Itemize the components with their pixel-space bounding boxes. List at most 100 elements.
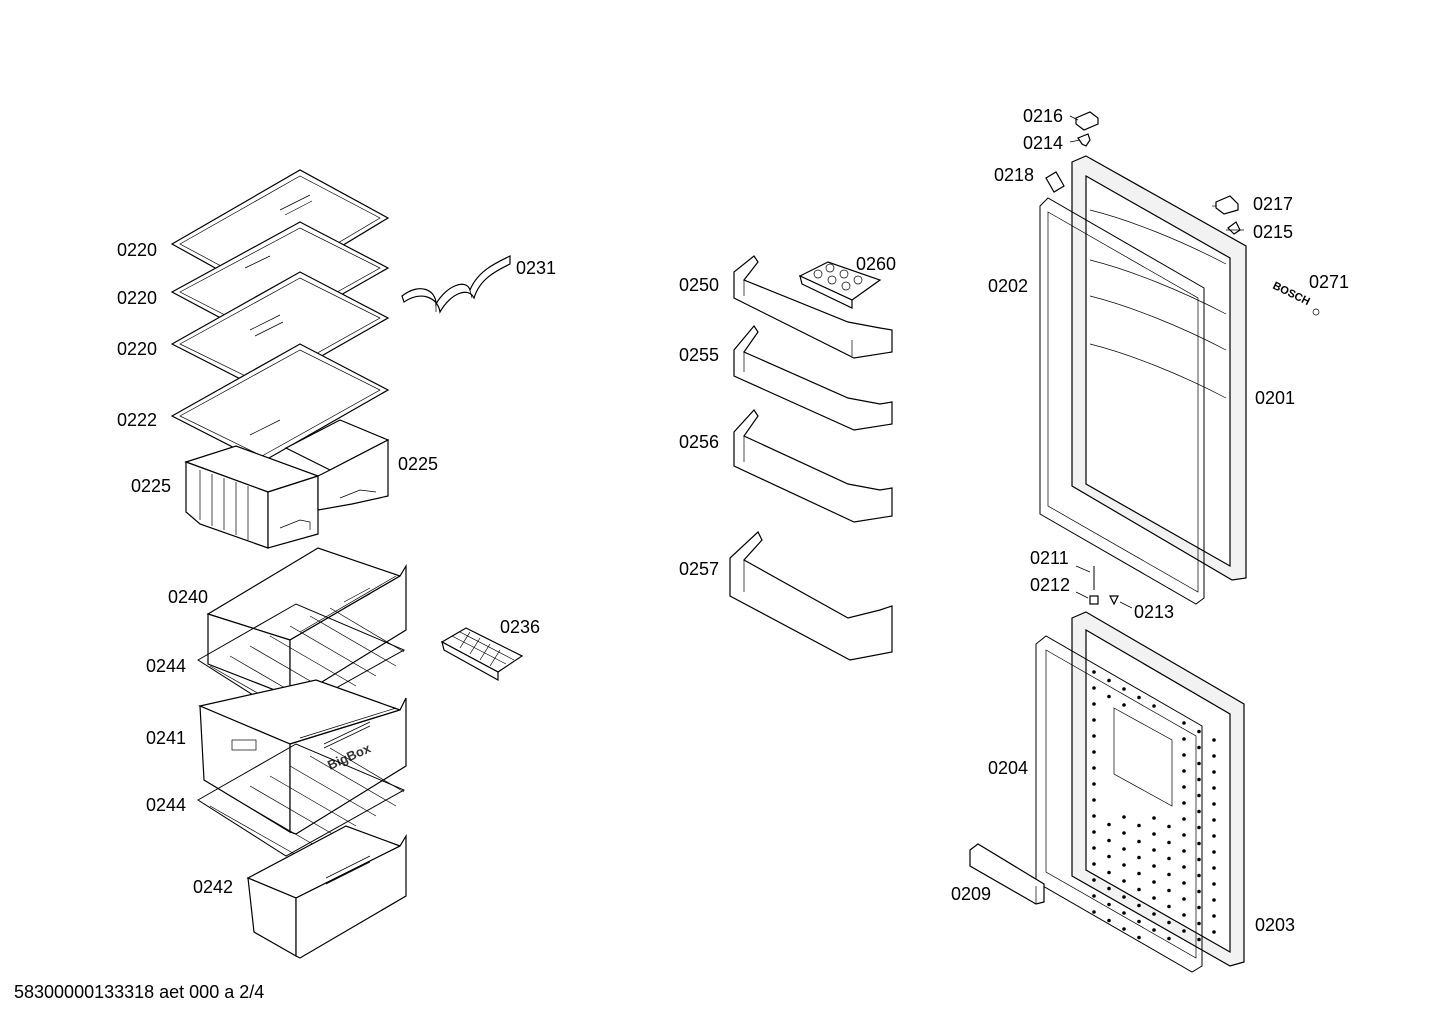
door-dot (1197, 793, 1201, 798)
door-dot (1182, 833, 1186, 837)
door-dot (1122, 895, 1126, 899)
label-0260: 0260 (856, 254, 897, 274)
door-dot (1167, 840, 1171, 845)
door-dot (1092, 894, 1096, 898)
door-dot (1182, 817, 1186, 821)
label-0214: 0214 (1023, 133, 1064, 153)
bottle-rack-0231 (401, 255, 511, 314)
door-dot (1092, 878, 1096, 882)
door-dot (1182, 897, 1186, 901)
door-dot (1182, 913, 1186, 917)
door-dot (1092, 814, 1096, 818)
egg-tray-0260 (798, 261, 882, 309)
document-footer-id: 58300000133318 aet 000 a 2/4 (14, 982, 265, 1002)
door-dot (1137, 839, 1141, 844)
label-0244-a: 0244 (146, 656, 187, 676)
door-dot (1212, 786, 1216, 790)
door-dot (1167, 920, 1171, 925)
door-dot (1167, 904, 1171, 909)
door-dot (1182, 769, 1186, 773)
label-0225-b: 0225 (398, 454, 439, 474)
door-dot (1092, 734, 1096, 738)
door-dot (1212, 770, 1216, 774)
door-dot (1197, 937, 1201, 942)
door-dot (1152, 912, 1156, 916)
door-bin-0255 (733, 324, 893, 431)
label-0256: 0256 (679, 432, 720, 452)
door-0201 (1071, 155, 1247, 581)
label-0211: 0211 (1030, 548, 1069, 568)
door-dot (1212, 818, 1216, 822)
door-dot (1137, 903, 1141, 908)
label-0220-a: 0220 (117, 240, 158, 260)
hinge-parts (1075, 565, 1133, 609)
label-0212: 0212 (1030, 575, 1071, 595)
door-dot (1092, 910, 1096, 914)
door-dot (1092, 670, 1096, 674)
door-0203 (1071, 611, 1245, 967)
bin-0225-left (184, 445, 320, 549)
label-0241: 0241 (146, 728, 187, 748)
door-dot (1182, 753, 1186, 757)
label-0202: 0202 (988, 276, 1029, 296)
door-dot (1152, 928, 1156, 932)
label-0203: 0203 (1255, 915, 1296, 935)
door-dot (1092, 862, 1096, 866)
door-dot (1212, 738, 1216, 742)
door-dot (1092, 718, 1096, 722)
gasket-0202 (1039, 197, 1205, 605)
door-dot (1122, 847, 1126, 851)
door-dot (1137, 887, 1141, 892)
door-dot (1197, 921, 1201, 926)
door-dot (1152, 832, 1156, 836)
door-dot (1197, 809, 1201, 814)
label-0242: 0242 (193, 877, 234, 897)
door-dot (1107, 870, 1111, 875)
door-dot (1107, 838, 1111, 843)
label-0255: 0255 (679, 345, 720, 365)
door-dot (1167, 936, 1171, 941)
door-dot (1092, 830, 1096, 834)
label-0240: 0240 (168, 587, 209, 607)
door-dot (1197, 729, 1201, 734)
door-dot (1107, 886, 1111, 891)
door-dot (1182, 881, 1186, 885)
label-0220-b: 0220 (117, 288, 158, 308)
door-dot (1182, 737, 1186, 741)
label-0217: 0217 (1253, 194, 1294, 214)
door-dot (1092, 702, 1096, 706)
door-dot-pattern (1092, 670, 1216, 942)
label-0222: 0222 (117, 410, 158, 430)
door-dot (1122, 911, 1126, 915)
door-dot (1092, 782, 1096, 786)
door-dot (1167, 856, 1171, 861)
door-dot (1182, 721, 1186, 725)
door-dot (1107, 694, 1111, 699)
door-dot (1197, 857, 1201, 862)
door-dot (1152, 816, 1156, 820)
ice-tray-0236 (440, 627, 524, 682)
drawer-0240 (206, 547, 407, 699)
door-dot (1122, 927, 1126, 931)
door-dot (1197, 825, 1201, 830)
door-dot (1092, 686, 1096, 690)
door-dot (1212, 834, 1216, 838)
door-bin-0250 (733, 255, 893, 359)
label-0231: 0231 (516, 258, 557, 278)
handle-0209 (969, 843, 1045, 905)
door-dot (1092, 846, 1096, 850)
label-0215: 0215 (1253, 222, 1294, 242)
label-0244-b: 0244 (146, 795, 187, 815)
wire-rack-0244-lower (197, 743, 406, 857)
door-dot (1152, 704, 1156, 708)
label-0225-a: 0225 (131, 476, 172, 496)
door-dot (1107, 902, 1111, 907)
door-dot (1122, 703, 1126, 707)
door-dot (1212, 802, 1216, 806)
door-dot (1212, 850, 1216, 854)
door-dot (1107, 918, 1111, 923)
label-0213: 0213 (1134, 602, 1175, 622)
door-dot (1182, 865, 1186, 869)
door-dot (1197, 745, 1201, 750)
